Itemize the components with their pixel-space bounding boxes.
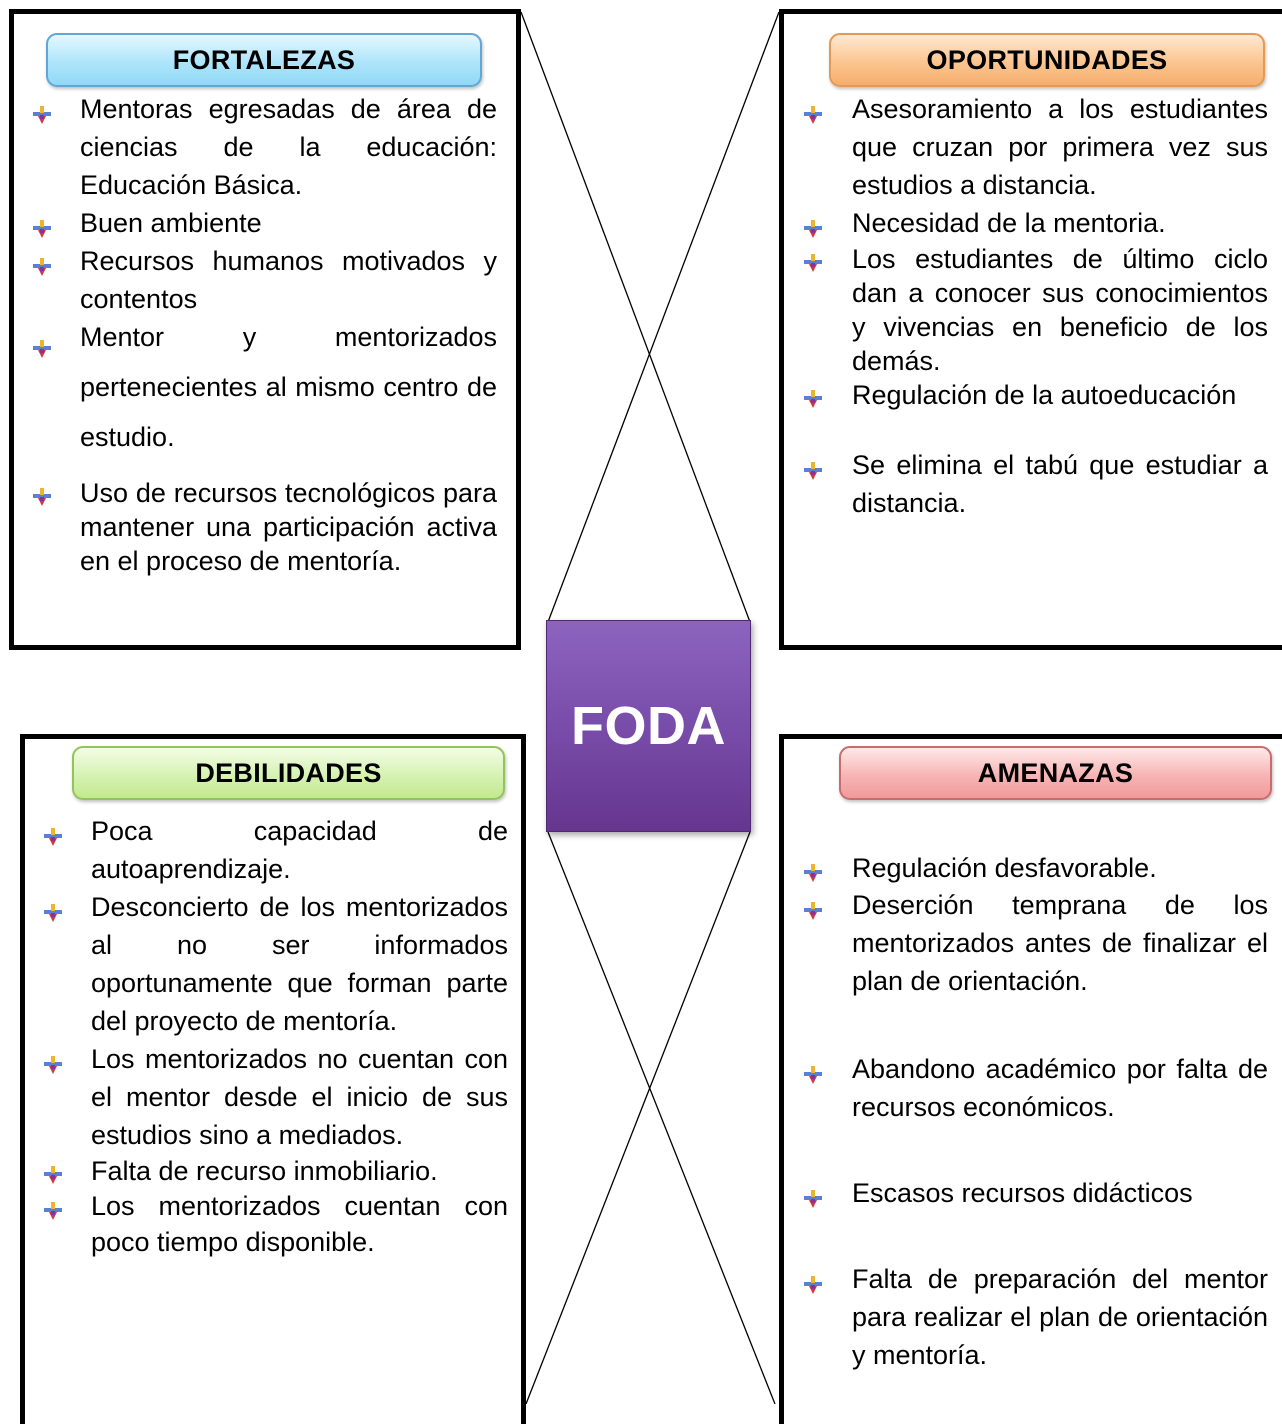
amenazas-box	[779, 734, 1282, 1424]
list-item: Abandono académico por falta de recursos…	[803, 1050, 1268, 1126]
list-item: Mentor y mentorizados pertenecientes al …	[32, 312, 497, 462]
amenazas-header: AMENAZAS	[839, 746, 1272, 800]
fortalezas-header: FORTALEZAS	[46, 33, 482, 87]
list-item: Regulación de la autoeducación	[803, 378, 1268, 412]
list-item: Desconcierto de los mentorizados al no s…	[43, 888, 508, 1040]
arrow-bullet-icon	[803, 212, 823, 238]
arrow-bullet-icon	[32, 482, 52, 506]
list-item: Buen ambiente	[32, 204, 497, 242]
list-item: Falta de preparación del mentor para rea…	[803, 1260, 1268, 1374]
arrow-bullet-icon	[32, 98, 52, 124]
arrow-bullet-icon	[43, 896, 63, 922]
arrow-bullet-icon	[43, 1195, 63, 1220]
arrow-bullet-icon	[43, 1160, 63, 1184]
arrow-bullet-icon	[803, 1058, 823, 1084]
fortalezas-box	[9, 9, 521, 650]
fortalezas-list: Mentoras egresadas de área de ciencias d…	[32, 90, 497, 578]
line-bottom-right	[525, 831, 751, 1404]
arrow-bullet-icon	[803, 857, 823, 882]
debilidades-box	[20, 734, 526, 1424]
arrow-bullet-icon	[32, 250, 52, 276]
arrow-bullet-icon	[803, 248, 823, 272]
arrow-bullet-icon	[32, 326, 52, 358]
list-item: Mentoras egresadas de área de ciencias d…	[32, 90, 497, 204]
arrow-bullet-icon	[32, 212, 52, 238]
foda-label: FODA	[571, 696, 726, 756]
arrow-bullet-icon	[803, 384, 823, 408]
amenazas-list: Regulación desfavorable. Deserción tempr…	[803, 850, 1268, 1374]
arrow-bullet-icon	[43, 1048, 63, 1074]
list-item: Los estudiantes de último ciclo dan a co…	[803, 242, 1268, 378]
list-item: Necesidad de la mentoria.	[803, 204, 1268, 242]
arrow-bullet-icon	[43, 820, 63, 846]
line-bottom-left	[547, 831, 776, 1404]
list-item: Se elimina el tabú que estudiar a distan…	[803, 446, 1268, 522]
debilidades-list: Poca capacidad de autoaprendizaje. Desco…	[43, 812, 508, 1260]
arrow-bullet-icon	[803, 1182, 823, 1208]
line-top-right	[547, 11, 780, 623]
list-item: Recursos humanos motivados y contentos	[32, 242, 497, 318]
foda-center-block: FODA	[546, 620, 751, 832]
list-item: Uso de recursos tecnológicos para manten…	[32, 476, 497, 578]
list-item: Los mentorizados cuentan con poco tiempo…	[43, 1188, 508, 1260]
oportunidades-box	[779, 9, 1282, 650]
debilidades-header: DEBILIDADES	[72, 746, 505, 800]
oportunidades-header: OPORTUNIDADES	[829, 33, 1265, 87]
list-item: Regulación desfavorable.	[803, 850, 1268, 886]
arrow-bullet-icon	[803, 98, 823, 124]
list-item: Los mentorizados no cuentan con el mento…	[43, 1040, 508, 1154]
list-item: Falta de recurso inmobiliario.	[43, 1154, 508, 1188]
list-item: Deserción temprana de los mentorizados a…	[803, 886, 1268, 1000]
arrow-bullet-icon	[803, 454, 823, 480]
list-item: Poca capacidad de autoaprendizaje.	[43, 812, 508, 888]
list-item: Asesoramiento a los estudiantes que cruz…	[803, 90, 1268, 204]
list-item: Escasos recursos didácticos	[803, 1174, 1268, 1212]
arrow-bullet-icon	[803, 894, 823, 920]
line-top-left	[520, 11, 751, 623]
oportunidades-list: Asesoramiento a los estudiantes que cruz…	[803, 90, 1268, 522]
arrow-bullet-icon	[803, 1268, 823, 1294]
